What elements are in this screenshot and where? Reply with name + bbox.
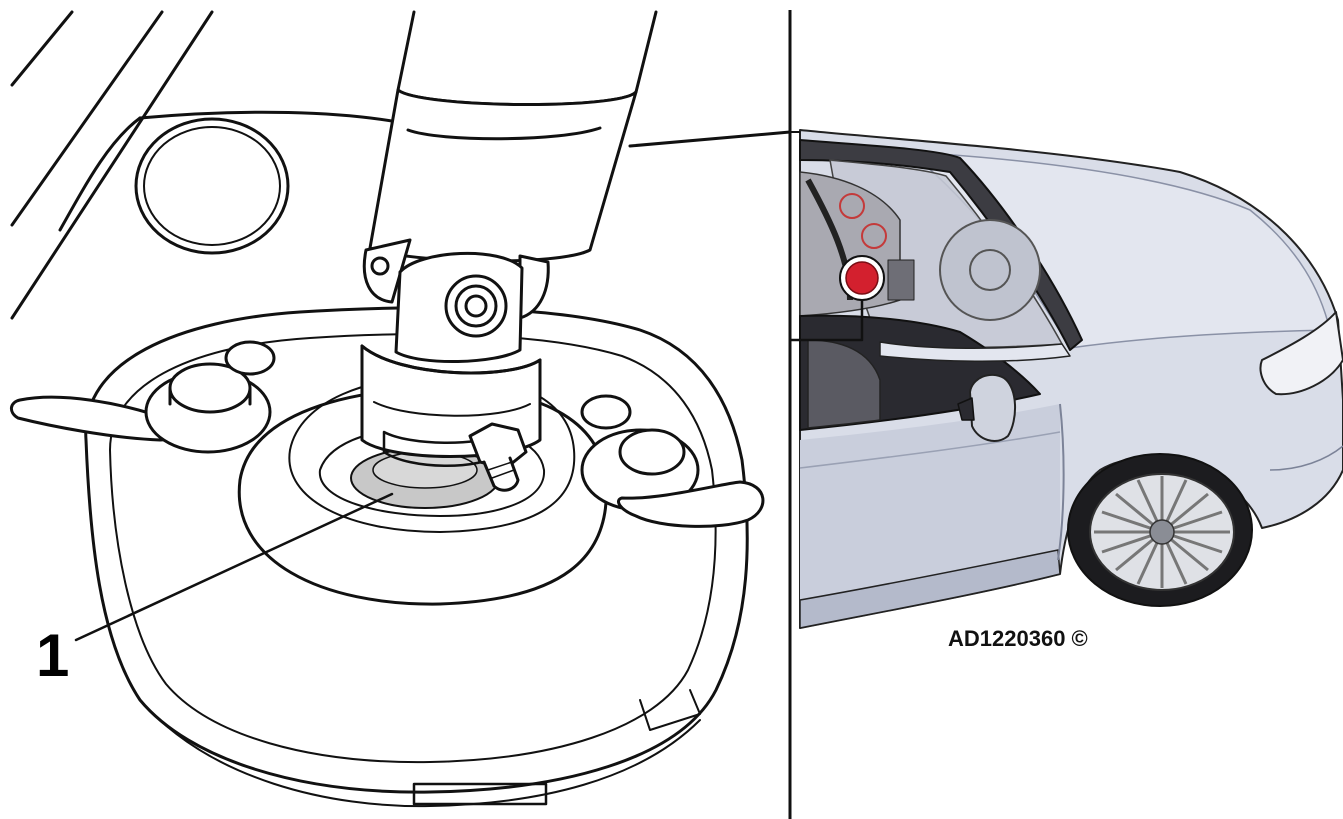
background-line xyxy=(10,10,214,320)
headlamp xyxy=(1259,311,1343,396)
right-mount-cap xyxy=(618,428,686,476)
figure-reference-code: AD1220360 © xyxy=(948,626,1088,651)
yoke-pin-hole xyxy=(370,256,390,276)
left-lever xyxy=(10,395,176,442)
housing-tab xyxy=(412,782,548,806)
bulkhead-edge xyxy=(628,130,792,148)
left-detail-panel xyxy=(10,10,792,808)
background-line xyxy=(10,10,164,227)
bumper-line xyxy=(1269,445,1343,471)
grommet-inner xyxy=(143,126,281,246)
background-line xyxy=(10,10,74,87)
bulkhead-edge xyxy=(138,110,400,124)
shaft-collar xyxy=(368,88,638,263)
clamp-block-top xyxy=(360,344,542,375)
callout-label-1: 1 xyxy=(36,622,69,689)
mirror-stem xyxy=(957,397,975,421)
wheel-hub xyxy=(1149,519,1175,545)
marker-connector xyxy=(790,290,864,342)
housing-inner-rim xyxy=(109,333,717,764)
joint-bolt-head-inner xyxy=(454,284,498,328)
spare-wheel-hub xyxy=(969,249,1011,291)
spare-wheel xyxy=(939,219,1041,321)
grommet xyxy=(134,117,290,255)
car-sill xyxy=(799,549,1061,629)
front-wheel xyxy=(1067,453,1253,607)
joint-yoke-right xyxy=(518,254,550,320)
center-console xyxy=(887,259,915,301)
location-marker-icon xyxy=(845,261,879,295)
gauge-right xyxy=(861,223,887,249)
gauge-left xyxy=(839,193,865,219)
side-mirror xyxy=(969,373,1017,442)
shaft-taper xyxy=(406,126,602,141)
joint-bolt-center xyxy=(464,294,488,318)
vehicle-location-panel xyxy=(790,129,1343,629)
left-mount-side xyxy=(168,386,252,406)
housing-notch xyxy=(639,689,701,731)
door-line xyxy=(1057,403,1065,561)
housing-lip xyxy=(139,699,701,808)
a-pillar xyxy=(879,341,1071,362)
thread-lines xyxy=(487,461,515,479)
callout-leader xyxy=(74,492,394,642)
right-small-boss xyxy=(580,394,632,430)
left-small-boss xyxy=(224,340,276,376)
clamp-bolt-hex xyxy=(468,422,528,470)
clamp-edge xyxy=(373,401,531,417)
door-crease xyxy=(799,431,1061,469)
interior-seat xyxy=(807,339,881,429)
shaft-upper-tube xyxy=(396,10,658,106)
bulkhead-slope xyxy=(58,116,142,232)
right-clip xyxy=(617,480,765,528)
